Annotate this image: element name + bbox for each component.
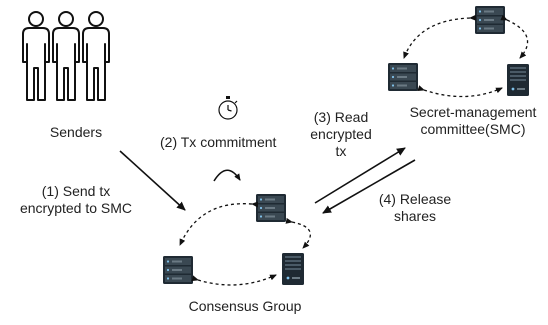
step1-line2: encrypted to SMC xyxy=(19,200,133,216)
stopwatch-icon xyxy=(218,96,238,120)
step2-label: (2) Tx commitment xyxy=(160,134,277,150)
step3-line2: encrypted xyxy=(310,126,372,142)
smc-line2: committee(SMC) xyxy=(420,121,526,137)
smc-label: Secret-management committee(SMC) xyxy=(398,104,548,138)
smc-line1: Secret-management xyxy=(409,104,537,120)
arrow-release-shares xyxy=(322,159,416,214)
tower-server-icon xyxy=(282,253,304,285)
people-icon xyxy=(22,11,110,101)
arrow-tx-commitment xyxy=(213,169,241,182)
server-rack-icon xyxy=(256,194,286,222)
tower-server-icon xyxy=(507,64,529,96)
step3-line1: (3) Read xyxy=(313,109,369,125)
step4-label: (4) Release shares xyxy=(370,191,460,225)
step4-line2: shares xyxy=(393,208,437,224)
server-rack-icon xyxy=(388,63,418,91)
arrow-read-encrypted-tx xyxy=(314,147,406,204)
consensus-group-label: Consensus Group xyxy=(188,298,302,314)
arrow-send-tx xyxy=(119,150,186,211)
server-rack-icon xyxy=(163,256,193,284)
consensus-group-cluster xyxy=(163,194,311,286)
server-rack-icon xyxy=(475,6,505,34)
step1-label: (1) Send tx encrypted to SMC xyxy=(6,183,146,217)
step3-label: (3) Read encrypted tx xyxy=(310,109,372,160)
senders-label: Senders xyxy=(49,124,103,140)
step4-line1: (4) Release xyxy=(378,191,452,207)
step1-line1: (1) Send tx xyxy=(41,183,111,199)
smc-cluster xyxy=(388,6,529,98)
step3-line3: tx xyxy=(335,143,347,159)
